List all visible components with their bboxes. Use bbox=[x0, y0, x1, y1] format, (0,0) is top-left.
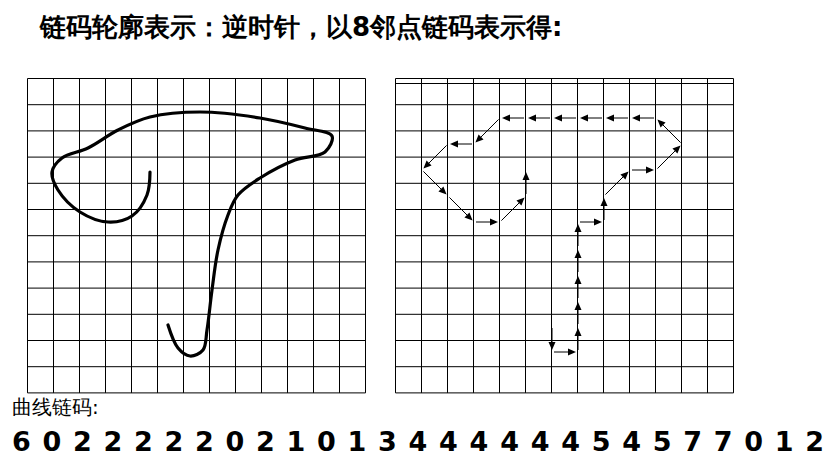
grid-line bbox=[28, 183, 366, 184]
arrow-head bbox=[464, 212, 472, 220]
chain-arrows bbox=[423, 115, 680, 356]
grid-line bbox=[396, 78, 734, 79]
title: 链码轮廓表示：逆时针，以8邻点链码表示得: bbox=[40, 10, 563, 45]
arrow-head bbox=[438, 186, 446, 194]
grid-line bbox=[28, 261, 366, 262]
arrow-head bbox=[601, 198, 608, 206]
arrow-head bbox=[620, 171, 628, 179]
chain-segment bbox=[605, 176, 624, 195]
grid-line bbox=[28, 314, 366, 315]
arrow-head bbox=[523, 172, 530, 180]
hand-curve bbox=[52, 112, 333, 356]
grid-line bbox=[396, 130, 734, 131]
chain-segment bbox=[662, 124, 681, 143]
grid-line bbox=[28, 392, 366, 393]
arrow-head bbox=[423, 160, 431, 168]
arrow-head bbox=[575, 250, 582, 258]
chain-segment bbox=[580, 222, 596, 223]
chain-segment bbox=[578, 282, 579, 298]
arrow-head bbox=[632, 115, 640, 122]
chain-segment bbox=[638, 118, 654, 119]
chain-segment bbox=[534, 118, 550, 119]
arrow-head bbox=[554, 115, 562, 122]
grid-line bbox=[396, 392, 734, 393]
arrow-head bbox=[580, 115, 588, 122]
grid-line bbox=[396, 261, 734, 262]
grid-line bbox=[28, 78, 366, 79]
grid-line bbox=[396, 104, 734, 105]
arrow-head bbox=[490, 219, 498, 226]
chain-segment bbox=[554, 352, 570, 353]
chain-segment bbox=[612, 118, 628, 119]
arrow-head bbox=[646, 167, 654, 174]
grid-line bbox=[28, 288, 366, 289]
chain-segment bbox=[657, 150, 676, 169]
grid-line bbox=[396, 209, 734, 210]
chain-segment bbox=[552, 328, 553, 344]
chain-segment bbox=[456, 144, 472, 145]
left-grid bbox=[28, 79, 366, 393]
chain-segment bbox=[526, 178, 527, 194]
chain-code: 6 0 2 2 2 2 2 0 2 1 0 1 3 4 4 4 4 4 4 5 … bbox=[12, 426, 824, 457]
chain-segment bbox=[449, 197, 468, 216]
arrow-head bbox=[549, 342, 556, 350]
arrow-head bbox=[672, 145, 680, 153]
chain-segment bbox=[501, 202, 520, 221]
grid-line bbox=[396, 288, 734, 289]
arrow-head bbox=[475, 134, 483, 142]
chain-segment bbox=[604, 204, 605, 220]
arrow-head bbox=[516, 197, 524, 205]
chain-segment bbox=[428, 145, 447, 164]
grid-line bbox=[396, 366, 734, 367]
arrow-head bbox=[528, 115, 536, 122]
arrow-head bbox=[575, 328, 582, 336]
arrow-head bbox=[657, 119, 665, 127]
grid-line bbox=[28, 340, 366, 341]
arrow-head bbox=[575, 224, 582, 232]
caption-label: 曲线链码: bbox=[12, 394, 99, 421]
chain-segment bbox=[578, 256, 579, 272]
chain-segment bbox=[586, 118, 602, 119]
chain-segment bbox=[480, 119, 499, 138]
arrow-head bbox=[606, 115, 614, 122]
arrow-head bbox=[575, 276, 582, 284]
arrow-head bbox=[575, 302, 582, 310]
arrow-head bbox=[594, 219, 602, 226]
grid-line bbox=[396, 314, 734, 315]
chain-segment bbox=[476, 222, 492, 223]
chain-segment bbox=[578, 230, 579, 246]
grid-line bbox=[396, 340, 734, 341]
grid-line bbox=[28, 235, 366, 236]
grid-line bbox=[396, 157, 734, 158]
grid-line bbox=[396, 83, 734, 84]
chain-segment bbox=[560, 118, 576, 119]
arrow-head bbox=[502, 115, 510, 122]
chain-segment bbox=[578, 308, 579, 324]
chain-segment bbox=[632, 170, 648, 171]
grid-line bbox=[396, 183, 734, 184]
right-grid bbox=[396, 79, 734, 393]
chain-segment bbox=[578, 334, 579, 350]
chain-segment bbox=[423, 171, 442, 190]
arrow-head bbox=[568, 349, 576, 356]
chain-segment bbox=[508, 118, 524, 119]
grid-line bbox=[28, 104, 366, 105]
arrow-head bbox=[450, 141, 458, 148]
grid-line bbox=[28, 366, 366, 367]
grid-line bbox=[396, 235, 734, 236]
